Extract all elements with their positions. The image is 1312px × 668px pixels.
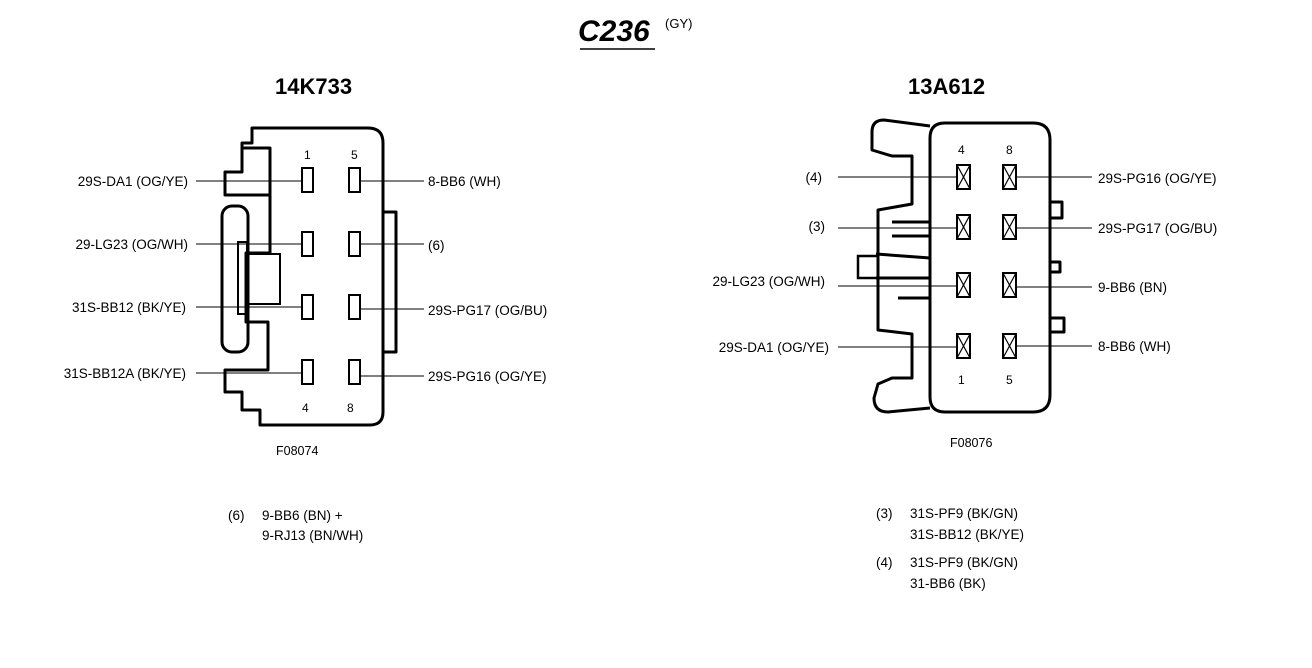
left-wire-label: 29S-PG16 (OG/YE) — [428, 369, 547, 384]
left-cavity-4 — [301, 359, 314, 385]
right-cavity-7 — [1002, 214, 1017, 240]
right-cavities — [956, 164, 1017, 359]
left-note-line: 9-RJ13 (BN/WH) — [262, 528, 363, 543]
left-wire-label: 29S-DA1 (OG/YE) — [78, 174, 188, 189]
left-cavity-8 — [348, 359, 361, 385]
right-note-line: 31S-PF9 (BK/GN) — [910, 506, 1018, 521]
left-connector-housing — [220, 126, 398, 427]
right-cavity-8 — [1002, 164, 1017, 190]
left-cavity-1 — [301, 167, 314, 193]
right-cavity-1 — [956, 333, 971, 359]
left-note-line: 9-BB6 (BN) + — [262, 508, 343, 523]
right-pin-number: 4 — [958, 143, 965, 157]
left-pin-number: 8 — [347, 401, 354, 415]
right-wire-label: 29-LG23 (OG/WH) — [712, 274, 825, 289]
right-note-ref: (4) — [876, 555, 893, 570]
left-wire-lines — [196, 180, 424, 377]
right-connector-housing — [856, 118, 1066, 414]
right-wire-label: 29S-DA1 (OG/YE) — [719, 340, 829, 355]
right-cavity-4 — [956, 164, 971, 190]
left-note-ref: (6) — [228, 508, 245, 523]
right-wire-label: 29S-PG16 (OG/YE) — [1098, 171, 1217, 186]
left-figure-id: F08074 — [276, 444, 318, 458]
right-wire-label: 29S-PG17 (OG/BU) — [1098, 221, 1217, 236]
left-pin-number: 5 — [351, 148, 358, 162]
right-wire-label: (4) — [806, 170, 823, 185]
left-cavity-7 — [348, 294, 361, 320]
right-note-line: 31-BB6 (BK) — [910, 576, 986, 591]
left-pin-number: 4 — [302, 401, 309, 415]
right-part-number: 13A612 — [908, 74, 985, 99]
right-connector: 13A612 — [712, 74, 1217, 591]
right-pin-number: 8 — [1006, 143, 1013, 157]
right-wire-lines — [838, 176, 1092, 348]
right-wire-label: 8-BB6 (WH) — [1098, 339, 1171, 354]
right-cavity-2 — [956, 272, 971, 298]
right-note-ref: (3) — [876, 506, 893, 521]
left-connector: 14K733 1 5 4 8 — [64, 74, 548, 543]
left-pin-number: 1 — [304, 148, 311, 162]
title-color-code: (GY) — [665, 16, 692, 31]
left-wire-label: 31S-BB12 (BK/YE) — [72, 300, 186, 315]
right-wire-label: 9-BB6 (BN) — [1098, 280, 1167, 295]
right-cavity-3 — [956, 214, 971, 240]
right-figure-id: F08076 — [950, 436, 992, 450]
right-cavity-6 — [1002, 272, 1017, 298]
left-cavity-5 — [348, 167, 361, 193]
right-pin-number: 5 — [1006, 373, 1013, 387]
right-note-line: 31S-BB12 (BK/YE) — [910, 527, 1024, 542]
left-wire-label: 29-LG23 (OG/WH) — [75, 237, 188, 252]
left-part-number: 14K733 — [275, 74, 352, 99]
right-pin-number: 1 — [958, 373, 965, 387]
left-cavity-2 — [301, 231, 314, 257]
right-cavity-5 — [1002, 333, 1017, 359]
left-cavities — [301, 167, 361, 385]
left-cavity-3 — [301, 294, 314, 320]
right-note-line: 31S-PF9 (BK/GN) — [910, 555, 1018, 570]
left-wire-label: 29S-PG17 (OG/BU) — [428, 303, 547, 318]
left-wire-label: 31S-BB12A (BK/YE) — [64, 366, 186, 381]
left-wire-label: (6) — [428, 238, 445, 253]
right-wire-label: (3) — [809, 219, 826, 234]
page-title: C236 — [578, 15, 650, 48]
left-cavity-6 — [348, 231, 361, 257]
left-wire-label: 8-BB6 (WH) — [428, 174, 501, 189]
